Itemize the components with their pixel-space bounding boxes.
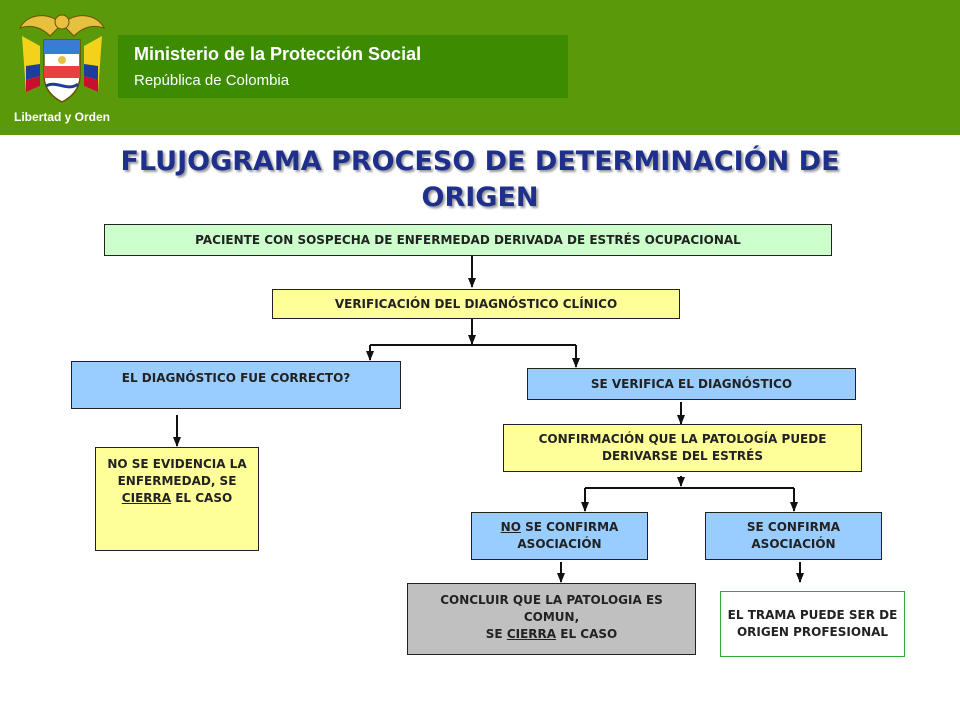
node-confirmacion: CONFIRMACIÓN QUE LA PATOLOGÍA PUEDE DERI… <box>503 424 862 472</box>
node-se-verifica-label: SE VERIFICA EL DIAGNÓSTICO <box>590 376 793 391</box>
node-paciente: PACIENTE CON SOSPECHA DE ENFERMEDAD DERI… <box>104 224 832 256</box>
country-name: República de Colombia <box>134 72 290 89</box>
node-si-confirma: SE CONFIRMA ASOCIACIÓN <box>705 512 882 560</box>
node-no-confirma: NO SE CONFIRMA ASOCIACIÓN <box>471 512 648 560</box>
node-no-confirma-label: NO SE CONFIRMA ASOCIACIÓN <box>500 520 619 551</box>
node-no-evidencia-label: NO SE EVIDENCIA LA ENFERMEDAD, SE CIERRA… <box>107 457 247 505</box>
node-verificacion: VERIFICACIÓN DEL DIAGNÓSTICO CLÍNICO <box>272 289 680 319</box>
motto-text: Libertad y Orden <box>13 110 111 124</box>
node-concluir: CONCLUIR QUE LA PATOLOGIA ES COMUN,SE CI… <box>407 583 696 655</box>
ministry-banner: Ministerio de la Protección Social Repúb… <box>118 35 568 98</box>
node-paciente-label: PACIENTE CON SOSPECHA DE ENFERMEDAD DERI… <box>195 232 741 247</box>
node-diagnostico-correcto: EL DIAGNÓSTICO FUE CORRECTO? <box>71 361 401 409</box>
node-si-confirma-label: SE CONFIRMA ASOCIACIÓN <box>746 520 841 551</box>
node-se-verifica: SE VERIFICA EL DIAGNÓSTICO <box>527 368 856 400</box>
node-trama-label: EL TRAMA PUEDE SER DE ORIGEN PROFESIONAL <box>727 608 898 639</box>
node-concluir-label: CONCLUIR QUE LA PATOLOGIA ES COMUN,SE CI… <box>440 593 663 641</box>
ministry-name: Ministerio de la Protección Social <box>134 44 422 64</box>
node-diagnostico-correcto-label: EL DIAGNÓSTICO FUE CORRECTO? <box>121 371 351 385</box>
node-trama: EL TRAMA PUEDE SER DE ORIGEN PROFESIONAL <box>720 591 905 657</box>
page-title: FLUJOGRAMA PROCESO DE DETERMINACIÓN DE O… <box>120 146 840 213</box>
coat-of-arms-logo: Libertad y Orden <box>12 6 112 130</box>
node-no-evidencia: NO SE EVIDENCIA LA ENFERMEDAD, SE CIERRA… <box>95 447 259 551</box>
coat-of-arms-icon <box>19 14 105 103</box>
node-verificacion-label: VERIFICACIÓN DEL DIAGNÓSTICO CLÍNICO <box>334 296 618 311</box>
node-confirmacion-label: CONFIRMACIÓN QUE LA PATOLOGÍA PUEDE DERI… <box>538 432 827 463</box>
